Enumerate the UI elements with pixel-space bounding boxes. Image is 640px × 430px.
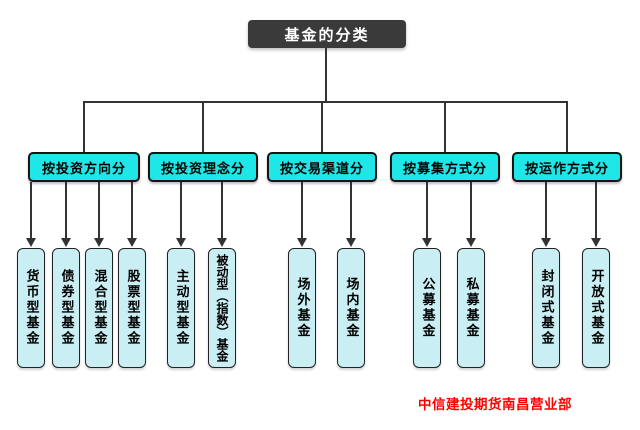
category-node-fundraising-method: 按募集方式分 xyxy=(390,152,500,182)
down-arrow xyxy=(422,182,432,247)
leaf-label: 股票型基金 xyxy=(124,269,140,347)
leaf-label: 货币型基金 xyxy=(23,269,39,347)
leaf-label: 封闭式基金 xyxy=(538,269,554,347)
leaf-label: 公募基金 xyxy=(419,277,435,339)
category-label: 按投资方向分 xyxy=(41,161,126,177)
connector-drop-2 xyxy=(202,101,204,152)
leaf-node-hybrid-fund: 混合型基金 xyxy=(85,248,113,368)
leaf-node-closed-end-fund: 封闭式基金 xyxy=(532,248,560,368)
category-node-operation-method: 按运作方式分 xyxy=(512,152,622,182)
leaf-node-active-fund: 主动型基金 xyxy=(167,248,195,368)
down-arrow xyxy=(346,182,356,247)
down-arrow xyxy=(61,182,71,247)
leaf-node-bond-fund: 债券型基金 xyxy=(52,248,80,368)
down-arrow xyxy=(217,182,227,247)
category-node-investment-direction: 按投资方向分 xyxy=(28,152,140,182)
down-arrow xyxy=(94,182,104,247)
category-node-investment-philosophy: 按投资理念分 xyxy=(148,152,258,182)
leaf-label: 开放式基金 xyxy=(588,269,604,347)
category-label: 按运作方式分 xyxy=(524,161,609,177)
down-arrow xyxy=(26,182,36,247)
leaf-label: 私募基金 xyxy=(463,277,479,339)
down-arrow xyxy=(591,182,601,247)
down-arrow xyxy=(541,182,551,247)
leaf-node-private-fund: 私募基金 xyxy=(457,248,485,368)
connector-stem xyxy=(325,48,327,102)
leaf-node-money-fund: 货币型基金 xyxy=(17,248,45,368)
leaf-label: 场内基金 xyxy=(343,277,359,339)
leaf-label: 场外基金 xyxy=(294,277,310,339)
leaf-node-otc-fund: 场外基金 xyxy=(288,248,316,368)
leaf-node-open-end-fund: 开放式基金 xyxy=(582,248,610,368)
down-arrow xyxy=(466,182,476,247)
leaf-node-public-fund: 公募基金 xyxy=(413,248,441,368)
category-label: 按投资理念分 xyxy=(160,161,245,177)
leaf-label: 混合型基金 xyxy=(91,269,107,347)
leaf-node-stock-fund: 股票型基金 xyxy=(118,248,146,368)
leaf-label: 主动型基金 xyxy=(173,269,189,347)
connector-drop-4 xyxy=(444,101,446,152)
down-arrow xyxy=(127,182,137,247)
root-node: 基金的分类 xyxy=(248,20,406,48)
down-arrow xyxy=(297,182,307,247)
category-label: 按交易渠道分 xyxy=(279,161,364,177)
connector-drop-3 xyxy=(321,101,323,152)
connector-drop-1 xyxy=(83,101,85,152)
connector-bus xyxy=(84,101,568,103)
root-node-label: 基金的分类 xyxy=(284,25,370,44)
branch-watermark: 中信建投期货南昌营业部 xyxy=(418,397,572,413)
down-arrow xyxy=(176,182,186,247)
category-node-trading-channel: 按交易渠道分 xyxy=(267,152,377,182)
connector-drop-5 xyxy=(566,101,568,152)
leaf-label: 债券型基金 xyxy=(58,269,74,347)
category-label: 按募集方式分 xyxy=(402,161,487,177)
leaf-label: 被动型（指数）基金 xyxy=(215,254,229,362)
leaf-node-passive-index-fund: 被动型（指数）基金 xyxy=(208,248,236,368)
leaf-node-exchange-fund: 场内基金 xyxy=(337,248,365,368)
